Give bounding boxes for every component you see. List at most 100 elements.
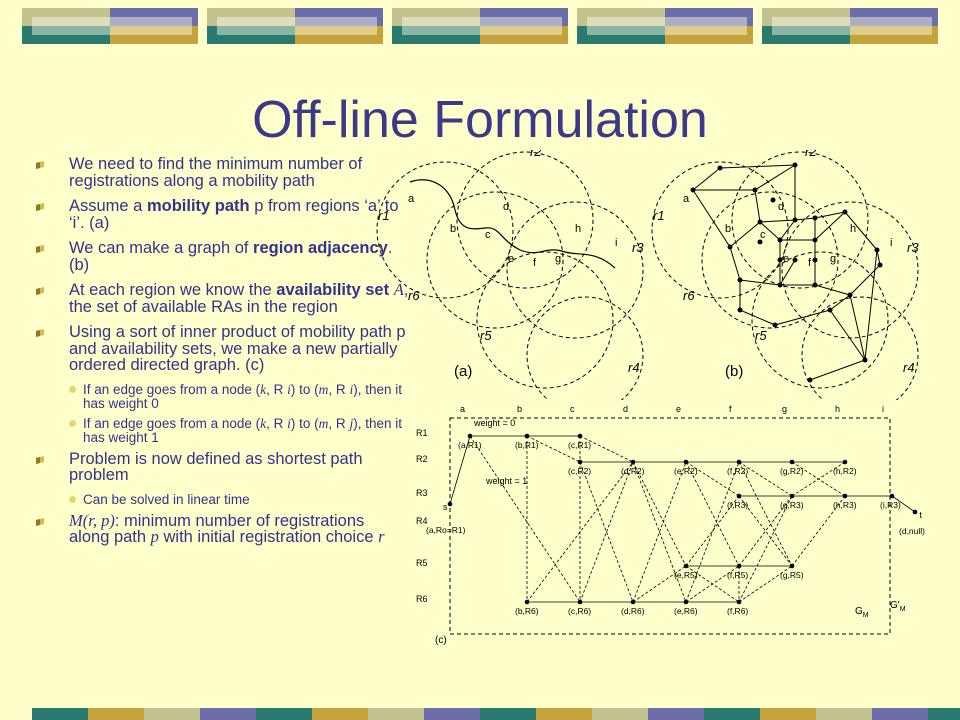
region-label-r3: r3 [907,240,919,255]
math-text: i [287,381,291,397]
band-tile [816,708,872,720]
bold-text: mobility path [146,197,250,215]
column-label-g: g [782,404,787,414]
adjacency-node [862,357,868,363]
bullet-marker-icon [36,287,44,295]
text: with initial registration choice [158,528,379,546]
adjacency-edge [754,189,761,223]
band-tile [424,708,480,720]
graph-node-label: (e,R2) [674,466,698,476]
weight-1-edge [685,565,740,603]
band-tile [110,26,198,44]
graph-node-label: (d,R2) [621,466,645,476]
band-tile [872,708,928,720]
band-tile [850,26,938,44]
adjacency-node [812,215,818,221]
point-label-b: b [450,223,456,235]
text: Problem is now defined as shortest path … [69,449,363,484]
text: , R [328,381,350,397]
graph-endpoint-node [912,509,918,515]
band-tile [110,8,198,26]
adjacency-node [772,322,778,328]
band-tile [295,8,383,26]
adjacency-node [847,292,853,298]
band-tile [648,708,704,720]
band-tile [577,26,665,44]
graph-gm-label: GM [855,606,869,619]
row-label-R2: R2 [416,454,428,464]
band-tile-overlay [402,17,562,35]
adjacency-edge [754,164,796,191]
weight-1-edge [685,461,740,497]
adjacency-edge [759,221,781,241]
row-label-R6: R6 [416,594,428,604]
graph-node-label: (f,R5) [727,570,748,580]
adjacency-edge [692,189,731,248]
text: At each region we know the [69,281,277,299]
text: If an edge goes from a node ( [83,381,261,397]
column-label-c: c [570,404,575,414]
region-label-r2: r2 [805,150,817,159]
weight-1-edge [791,461,846,497]
band-tile [480,708,536,720]
text: : minimum number of registrations along … [69,511,365,546]
point-label-e: e [783,253,789,265]
graph-node [577,599,583,605]
graph-node-label: (i,R3) [880,500,901,510]
graph-node [736,459,742,465]
bullet-item: We need to find the minimum number of re… [34,156,409,189]
column-label-e: e [676,404,681,414]
adjacency-node [842,209,848,215]
graph-endpoint-node [447,501,453,507]
bullet-marker-icon [36,455,44,464]
graph-node-label: (a,R1) [458,440,482,450]
point-label-b: b [725,223,731,235]
graph-node-label: (h,R3) [833,500,857,510]
bottom-decorative-band [0,708,960,720]
column-label-b: b [517,404,522,414]
graph-node-label: (b,R6) [515,606,539,616]
weight-1-edge [685,461,740,567]
graph-node-label: (c,R2) [568,466,591,476]
math-text: r [378,527,385,546]
adjacency-edge [844,211,878,251]
graph-node [524,433,530,439]
text: We need to find the minimum number of re… [69,155,363,190]
band-tile [312,708,368,720]
graph-node [789,459,795,465]
point-label-f: f [533,257,537,269]
sub-bullet-item: Can be solved in linear time [34,492,409,507]
band-tile [762,8,850,26]
band-tile [665,8,753,26]
weight-1-edge [632,565,687,603]
graph-node-label: (c,R6) [568,606,591,616]
adjacency-edge [729,246,741,281]
bullet-list: We need to find the minimum number of re… [34,156,409,555]
adjacency-edge [814,211,846,241]
graph-node [683,459,689,465]
region-label-r5: r5 [755,328,767,343]
band-tile [762,26,850,44]
adjacency-edge [692,167,721,191]
source-node-label: s [443,502,448,512]
adjacency-node [770,197,776,203]
band-tile [536,708,592,720]
graph-node [630,599,636,605]
band-tile [207,26,295,44]
graph-node [736,493,742,499]
bullet-item: At each region we know the availability … [34,281,409,315]
band-tile [928,708,960,720]
bullet-marker-icon [36,161,44,169]
band-tile [295,26,383,44]
text: ), then it has weight 1 [83,415,402,445]
adjacency-edge [876,249,881,266]
text: , R [328,415,350,431]
point-label-h: h [850,223,856,235]
point-label-i: i [890,237,892,249]
point-label-i: i [615,237,617,249]
adjacency-node [792,162,798,168]
sub-bullet-dot-icon [69,495,76,503]
bullet-marker-icon [36,203,44,211]
band-tile [256,708,312,720]
adjacency-edge [739,279,781,286]
